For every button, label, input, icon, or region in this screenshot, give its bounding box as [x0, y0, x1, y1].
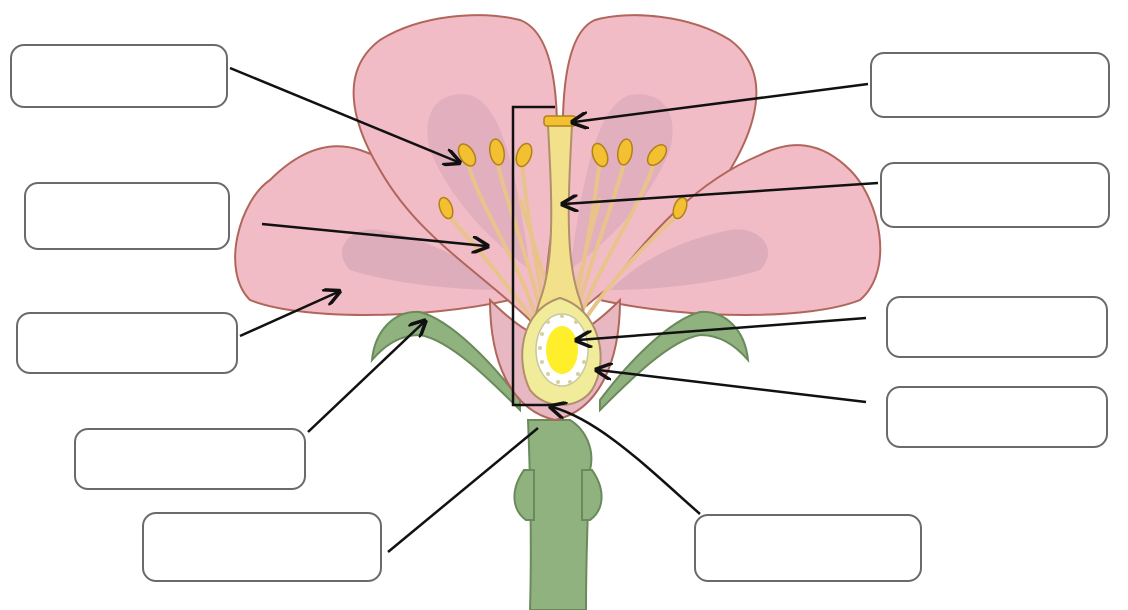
ovule	[546, 326, 578, 374]
sepal-arrow	[308, 322, 424, 432]
receptacle-label-box[interactable]	[694, 514, 922, 582]
sepal-label-box[interactable]	[74, 428, 306, 490]
style-label-box[interactable]	[880, 162, 1110, 228]
right-sepal	[600, 312, 748, 410]
petal-label-box[interactable]	[16, 312, 238, 374]
ovary-arrow	[598, 370, 866, 402]
peduncle-label-box[interactable]	[142, 512, 382, 582]
stigma-label-box[interactable]	[870, 52, 1110, 118]
ovule-label-box[interactable]	[886, 296, 1108, 358]
ovary-label-box[interactable]	[886, 386, 1108, 448]
stigma	[544, 116, 576, 126]
filament-label-box[interactable]	[24, 182, 230, 250]
anther-label-box[interactable]	[10, 44, 228, 108]
